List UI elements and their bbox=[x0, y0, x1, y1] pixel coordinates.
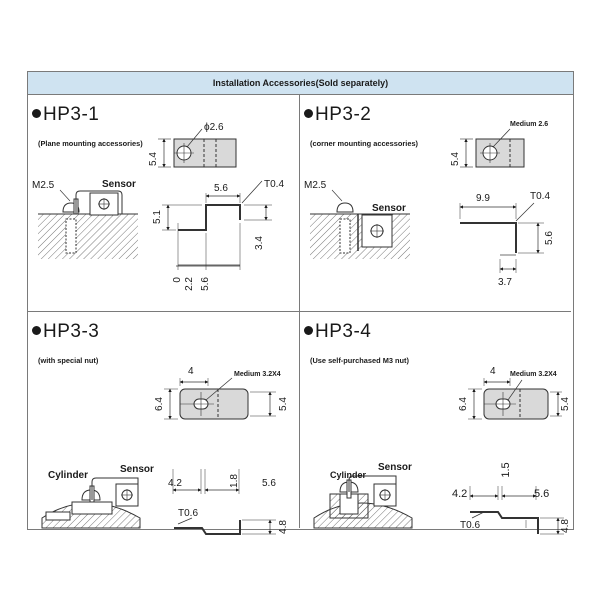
mount-illustration bbox=[38, 189, 138, 259]
model-title: HP3-4 bbox=[304, 321, 371, 343]
header-bar: Installation Accessories (Sold separatel… bbox=[28, 72, 573, 95]
bullet-icon bbox=[32, 109, 41, 118]
x0-label: 0 bbox=[172, 277, 183, 283]
model-title-text: HP3-3 bbox=[43, 321, 100, 342]
model-title: HP3-3 bbox=[32, 321, 99, 343]
sensor-label: Sensor bbox=[102, 179, 136, 190]
step-height-label: 4.8 bbox=[278, 520, 289, 534]
left-height-label: 6.4 bbox=[458, 397, 469, 411]
model-subtitle: (with special nut) bbox=[38, 356, 99, 365]
top-width-label: 4 bbox=[188, 366, 194, 377]
model-subtitle: (Plane mounting accessories) bbox=[38, 139, 143, 148]
side-profile bbox=[162, 180, 272, 270]
panel-hp3-2: HP3-2 (corner mounting accessories) Medi… bbox=[300, 95, 571, 312]
width-label: 9.9 bbox=[476, 193, 490, 204]
header-note: (Sold separately) bbox=[315, 78, 389, 88]
hole-diameter-label: ϕ2.6 bbox=[204, 122, 224, 133]
hp3-1-drawing: ϕ2.6 5.4 M2.5 Sensor bbox=[32, 122, 284, 291]
mount-illustration bbox=[313, 475, 413, 529]
model-title: HP3-1 bbox=[32, 104, 99, 126]
side-profile bbox=[470, 511, 564, 535]
right-height-label: 5.4 bbox=[560, 397, 571, 411]
left-height-label: 5.1 bbox=[152, 210, 163, 224]
screw-label: M2.5 bbox=[304, 180, 327, 191]
model-title-text: HP3-4 bbox=[315, 321, 372, 342]
model-title-text: HP3-1 bbox=[43, 104, 100, 125]
right-height-label: 3.4 bbox=[254, 236, 265, 250]
plate-height-label: 5.4 bbox=[148, 152, 159, 166]
x2-label: 5.6 bbox=[200, 277, 211, 291]
thickness-label: T0.6 bbox=[460, 520, 480, 531]
hole-label: Medium 3.2X4 bbox=[234, 371, 281, 378]
accessories-sheet: Installation Accessories (Sold separatel… bbox=[27, 71, 574, 535]
sensor-label: Sensor bbox=[120, 464, 154, 475]
bullet-icon bbox=[304, 326, 313, 335]
top-width-label: 4 bbox=[490, 366, 496, 377]
hp3-2-drawing: Medium 2.6 5.4 M2.5 Sensor bbox=[304, 121, 555, 288]
left-height-label: 6.4 bbox=[154, 397, 165, 411]
side-profile bbox=[459, 202, 544, 273]
side-profile bbox=[174, 517, 276, 535]
plate-top-view bbox=[460, 128, 525, 168]
bullet-icon bbox=[304, 109, 313, 118]
panel-hp3-1: HP3-1 (Plane mounting accessories) ϕ2.6 … bbox=[28, 95, 300, 312]
sensor-label: Sensor bbox=[378, 462, 412, 473]
hole-label: Medium 3.2X4 bbox=[510, 371, 557, 378]
hp3-3-drawing: 4 Medium 3.2X4 6.4 5.4 Sensor bbox=[41, 366, 289, 535]
bullet-icon bbox=[32, 326, 41, 335]
right-height-label: 5.4 bbox=[278, 397, 289, 411]
plate-top-view bbox=[468, 378, 562, 420]
bottom-label: 3.7 bbox=[498, 277, 512, 288]
plate-top-view bbox=[164, 377, 276, 420]
right-height-label: 5.6 bbox=[544, 231, 555, 245]
panel-hp3-4: HP3-4 (Use self-purchased M3 nut) 4 bbox=[300, 312, 571, 535]
x1-label: 2.2 bbox=[184, 277, 195, 291]
model-subtitle: (Use self-purchased M3 nut) bbox=[310, 356, 409, 365]
header-title: Installation Accessories bbox=[212, 78, 316, 88]
hp3-4-drawing: 4 Medium 3.2X4 6.4 5.4 Sensor bbox=[313, 366, 571, 535]
thickness-label: T0.4 bbox=[530, 191, 550, 202]
plate-top-view bbox=[158, 128, 237, 168]
thickness-label: T0.4 bbox=[264, 179, 284, 190]
hole-label: Medium 2.6 bbox=[510, 121, 548, 128]
mount-illustration bbox=[310, 189, 410, 259]
sensor-label: Sensor bbox=[372, 203, 406, 214]
mount-illustration bbox=[41, 477, 141, 529]
plate-height-label: 5.4 bbox=[450, 152, 461, 166]
thickness-label: T0.6 bbox=[178, 508, 198, 519]
model-subtitle: (corner mounting accessories) bbox=[310, 139, 419, 148]
width-label: 5.6 bbox=[214, 183, 228, 194]
model-title-text: HP3-2 bbox=[315, 104, 372, 125]
model-title: HP3-2 bbox=[304, 104, 371, 126]
screw-label: M2.5 bbox=[32, 180, 55, 191]
panel-hp3-3: HP3-3 (with special nut) 4 Med bbox=[28, 312, 300, 535]
step-height-label: 4.8 bbox=[560, 519, 571, 533]
